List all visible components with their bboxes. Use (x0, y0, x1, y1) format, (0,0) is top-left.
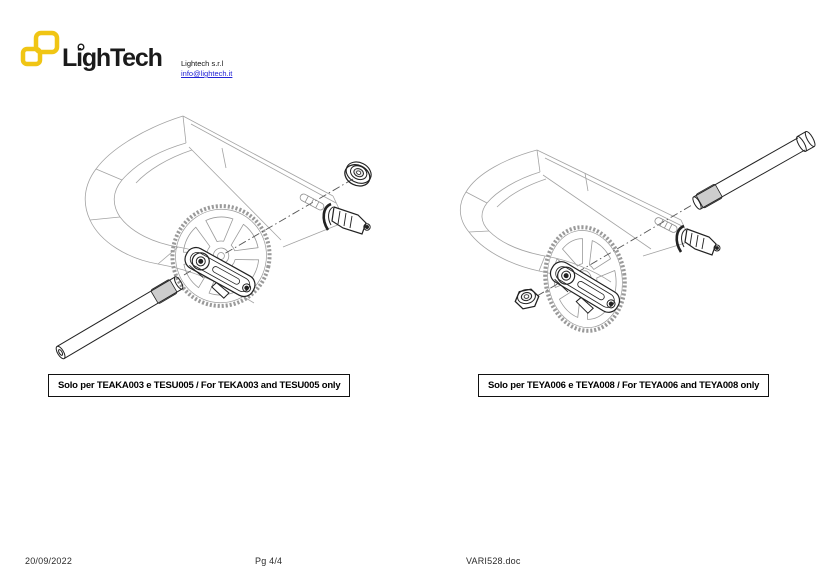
assembly-centerline (537, 205, 692, 296)
chain-adjuster (542, 258, 624, 325)
adjustment-slot (299, 193, 325, 211)
footer-file-name: VARI528.doc (466, 556, 521, 566)
axle-nut (513, 287, 540, 310)
axle-nut (341, 158, 374, 190)
adjuster-bracket (324, 204, 370, 234)
sprocket-wheel (163, 197, 279, 315)
i-ring-icon (78, 44, 84, 50)
email-link[interactable]: info@lightech.it (181, 69, 233, 78)
swingarm-outline (85, 116, 342, 303)
chain-adjuster (177, 244, 259, 309)
lightech-logo-mark-icon (23, 33, 57, 64)
caption-text-right: Solo per TEYA006 e TEYA008 / For TEYA006… (488, 380, 760, 391)
footer-date: 20/09/2022 (25, 556, 73, 566)
caption-box-right: Solo per TEYA006 e TEYA008 / For TEYA006… (478, 374, 770, 397)
company-name: Lightech s.r.l (181, 59, 224, 68)
axle-tube (691, 130, 817, 211)
axle-tube (54, 275, 185, 361)
teya006-teya008-diagram (445, 103, 817, 363)
adjuster-bracket (677, 226, 720, 255)
adjustment-slot (654, 216, 679, 233)
footer-page-number: Pg 4/4 (255, 556, 283, 566)
logo-wordmark: LighTech (62, 44, 162, 72)
caption-text-left: Solo per TEAKA003 e TESU005 / For TEKA00… (58, 380, 341, 391)
company-info: Lightech s.r.l info@lightech.it (181, 59, 232, 79)
lightech-logo: LighTech (18, 28, 163, 72)
caption-box-left: Solo per TEAKA003 e TESU005 / For TEKA00… (48, 374, 351, 397)
teaka003-tesu005-diagram (40, 103, 385, 378)
